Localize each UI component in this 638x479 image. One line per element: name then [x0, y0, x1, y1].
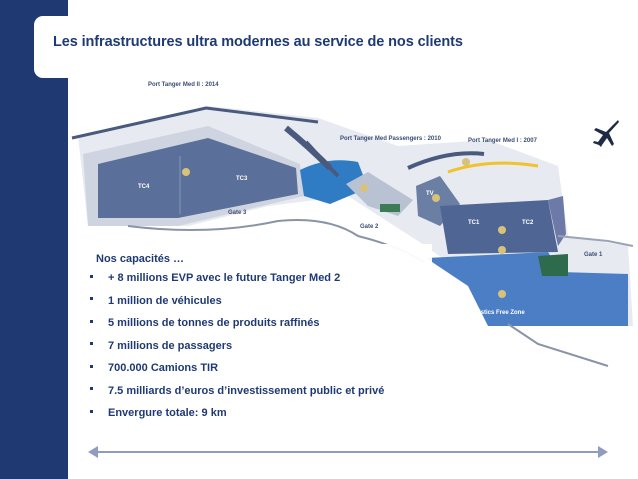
capacities-heading: Nos capacités … [96, 253, 185, 265]
side-bar [0, 0, 68, 479]
bullet-icon [90, 364, 93, 368]
list-item: 7.5 milliards d’euros d’investissement p… [90, 385, 384, 408]
list-item: 700.000 Camions TIR [90, 362, 384, 385]
list-item: + 8 millions EVP avec le future Tanger M… [90, 272, 384, 295]
list-item: Envergure totale: 9 km [90, 407, 384, 430]
label-port-passengers: Port Tanger Med Passengers : 2010 [340, 136, 441, 142]
list-item: 7 millions de passagers [90, 340, 384, 363]
label-logistics-free-zone: Logistics Free Zone [468, 310, 525, 316]
slide-title: Les infrastructures ultra modernes au se… [53, 34, 463, 50]
double-arrow-icon [88, 446, 608, 458]
label-gate3: Gate 3 [228, 210, 247, 216]
bullet-icon [90, 342, 93, 346]
list-item: 1 million de véhicules [90, 295, 384, 318]
label-tc1: TC1 [468, 220, 480, 226]
title-box [34, 16, 196, 78]
label-gate2: Gate 2 [360, 224, 379, 230]
bullet-icon [90, 319, 93, 323]
bullet-icon [90, 274, 93, 278]
airplane-icon [593, 120, 619, 147]
port-map: Port Tanger Med II : 2014 Port Tanger Me… [68, 76, 638, 376]
label-tc3: TC3 [236, 176, 248, 182]
label-tc4: TC4 [138, 184, 150, 190]
bullet-icon [90, 297, 93, 301]
label-port-tm2: Port Tanger Med II : 2014 [148, 82, 219, 88]
bullet-icon [90, 387, 93, 391]
label-tc2: TC2 [522, 220, 534, 226]
label-gate1: Gate 1 [584, 252, 603, 258]
port-map-drawing [71, 106, 634, 367]
bullet-icon [90, 409, 93, 413]
capacities-list: + 8 millions EVP avec le future Tanger M… [90, 272, 384, 430]
capacities-panel [82, 244, 432, 444]
list-item: 5 millions de tonnes de produits raffiné… [90, 317, 384, 340]
label-port-tm1: Port Tanger Med I : 2007 [468, 138, 537, 144]
label-tv: TV [426, 191, 434, 197]
